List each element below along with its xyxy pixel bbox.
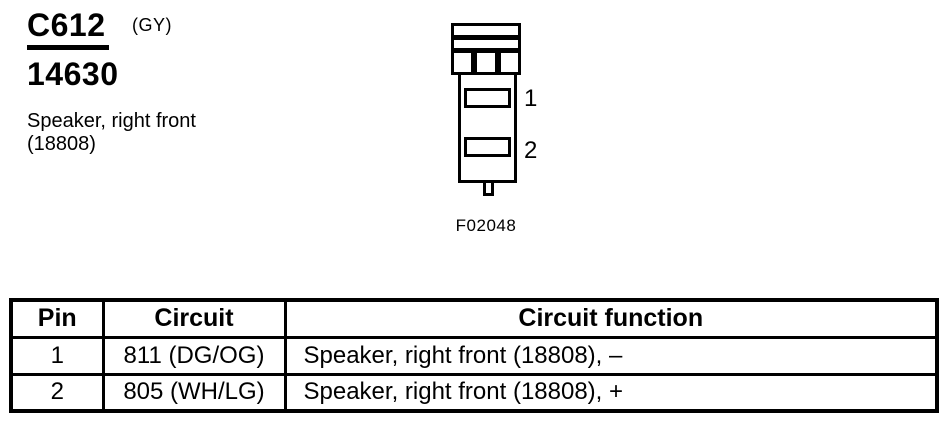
cap-stripe (454, 48, 518, 53)
cap-cell (500, 53, 518, 72)
pinout-table: Pin Circuit Circuit function 1 811 (DG/O… (9, 298, 939, 413)
pin-cavity-1 (464, 88, 511, 108)
connector-diagram: 1 2 F02048 (451, 23, 537, 235)
table-row: 1 811 (DG/OG) Speaker, right front (1880… (9, 335, 939, 376)
connector-cap (451, 23, 521, 75)
circuit-value: 811 (DG/OG) (101, 335, 287, 376)
circuit-function-value: Speaker, right front (18808), + (283, 372, 939, 413)
cap-cell-divider (494, 53, 501, 72)
pin-cavity-2 (464, 137, 511, 157)
pin-value: 1 (9, 335, 105, 376)
pin-value: 2 (9, 372, 105, 413)
connector-housing (458, 75, 517, 183)
component-description-line2: (18808) (27, 133, 96, 155)
pin-1-label: 1 (524, 85, 538, 112)
cap-cell (454, 53, 472, 72)
part-number: 14630 (27, 56, 119, 92)
connector-bottom-tab (483, 183, 494, 196)
circuit-function-column-header: Circuit function (283, 298, 939, 339)
circuit-column-header: Circuit (101, 298, 287, 339)
component-description-line1: Speaker, right front (27, 110, 196, 132)
pin-column-header: Pin (9, 298, 105, 339)
connector-id: C612 (27, 7, 109, 51)
cap-cell (477, 53, 495, 72)
component-description: Speaker, right front (18808) (27, 110, 196, 156)
pin-2-label: 2 (524, 137, 538, 164)
cap-cell-divider (471, 53, 478, 72)
figure-id: F02048 (455, 216, 517, 235)
cap-stripe (454, 35, 518, 40)
connector-color-code: (GY) (132, 15, 172, 35)
cap-gap (454, 26, 518, 35)
cap-lock-cells (454, 53, 518, 72)
circuit-value: 805 (WH/LG) (101, 372, 287, 413)
circuit-function-value: Speaker, right front (18808), – (283, 335, 939, 376)
cap-gap (454, 40, 518, 48)
table-row: 2 805 (WH/LG) Speaker, right front (1880… (9, 372, 939, 413)
table-header-row: Pin Circuit Circuit function (9, 298, 939, 339)
